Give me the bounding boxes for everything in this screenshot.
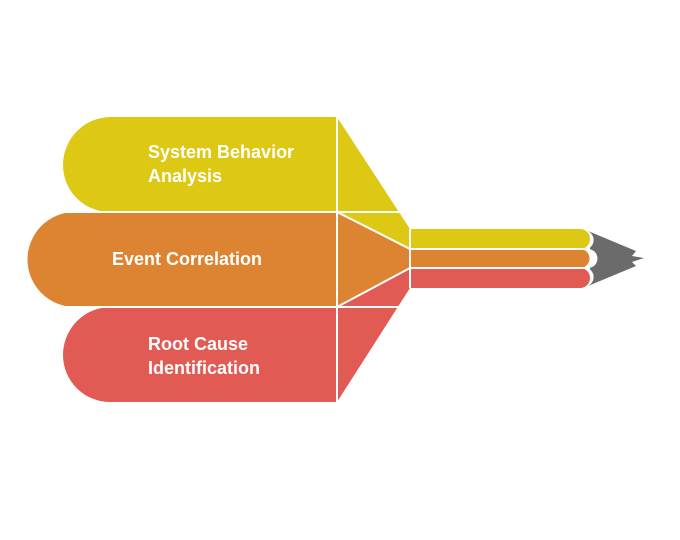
label-line: Event Correlation [112, 249, 263, 269]
segment-top-shape [62, 117, 410, 249]
label-event-correlation: Event Correlation [112, 247, 262, 271]
label-line: System Behavior [148, 142, 295, 162]
label-line: Analysis [148, 166, 223, 186]
label-line: Identification [148, 358, 260, 378]
pencil-tip [588, 231, 644, 286]
stripe-bottom [410, 268, 590, 288]
label-root-cause-identification: Root Cause Identification [148, 332, 260, 380]
stripe-top [410, 229, 590, 249]
stripe-middle [410, 249, 590, 268]
label-line: Root Cause [148, 334, 249, 354]
label-system-behavior-analysis: System Behavior Analysis [148, 140, 294, 188]
segment-bottom-shape [62, 268, 410, 402]
segment-middle-shape [27, 212, 410, 307]
divider-lines [63, 117, 590, 402]
